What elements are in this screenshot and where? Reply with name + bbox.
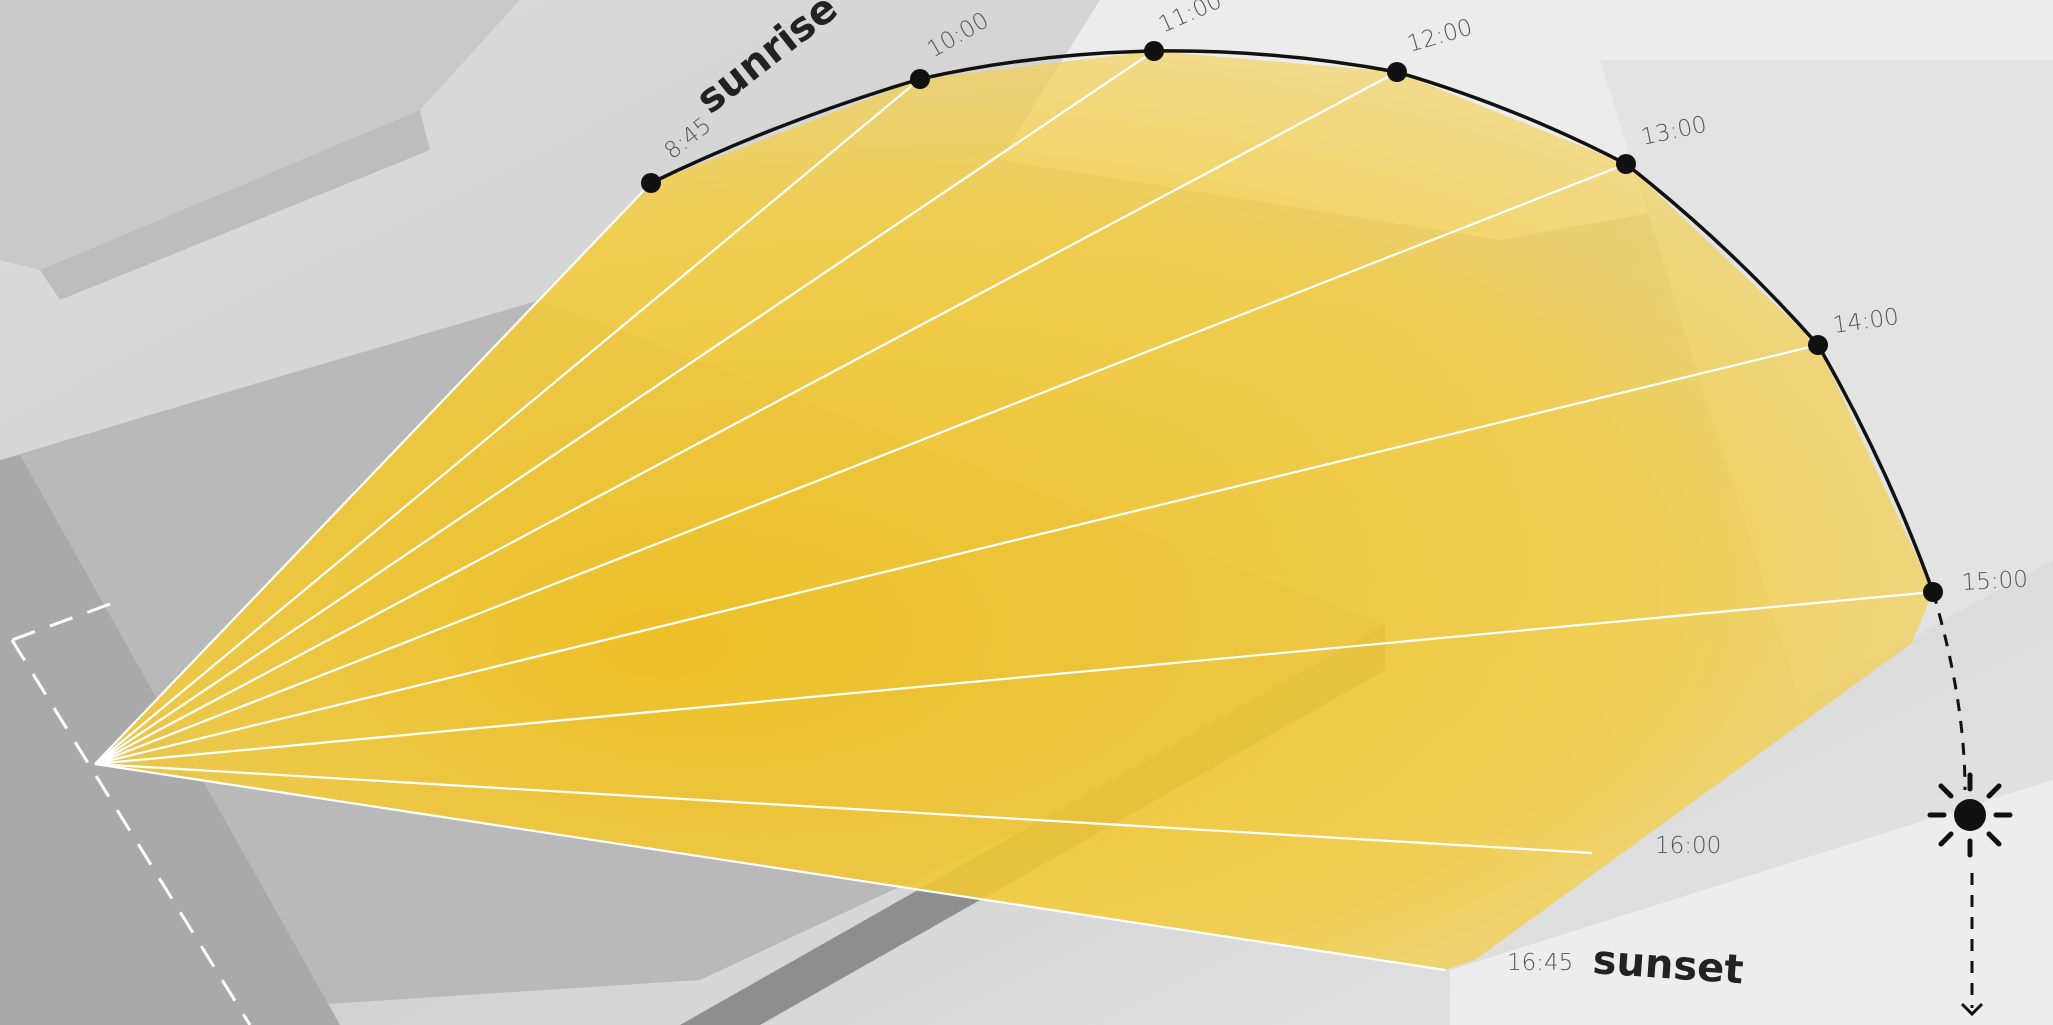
sun-trajectory-continuation <box>1931 591 1984 1017</box>
sun-icon <box>1927 772 2013 858</box>
sun-ray-line <box>94 343 1819 766</box>
hour-label: 15:00 <box>1961 567 2029 596</box>
sun-ray-line <box>94 182 652 765</box>
sunrise-marker-dot <box>641 173 661 193</box>
dashed-arrow-down-icon <box>1960 1002 1984 1017</box>
site-boundary-dashed <box>10 602 252 1025</box>
trajectory-dashed-line <box>1931 591 1967 791</box>
sunset-time-label: 16:45 <box>1507 950 1573 976</box>
sunset-label: sunset <box>1591 937 1745 993</box>
sun-ray-line <box>94 762 1446 972</box>
sun-sector-fill <box>95 51 1933 970</box>
sun-ray-line <box>94 50 1155 765</box>
sun-exposure-sector <box>95 51 1933 970</box>
hour-marker-dot <box>910 69 930 89</box>
sun-ray-line <box>94 71 1398 765</box>
hour-marker-dot <box>1144 41 1164 61</box>
building-block-top-left-face <box>40 110 430 300</box>
building-block-top-left <box>0 0 520 270</box>
hour-marker-dot <box>1808 335 1828 355</box>
sun-ray-line <box>94 162 1627 766</box>
sun-ray-line <box>94 762 1593 855</box>
hour-marker-dot <box>1923 582 1943 602</box>
sun-rays <box>94 50 1934 972</box>
hour-label: 16:00 <box>1655 833 1721 859</box>
hour-marker-dot <box>1387 62 1407 82</box>
sunset-label-group: 16:45 sunset <box>1507 937 1745 993</box>
sun-ray-line <box>94 78 921 765</box>
building-block-bottom-right <box>1450 780 2053 1025</box>
hour-marker-dot <box>1616 154 1636 174</box>
sun-ray-line <box>94 590 1934 766</box>
